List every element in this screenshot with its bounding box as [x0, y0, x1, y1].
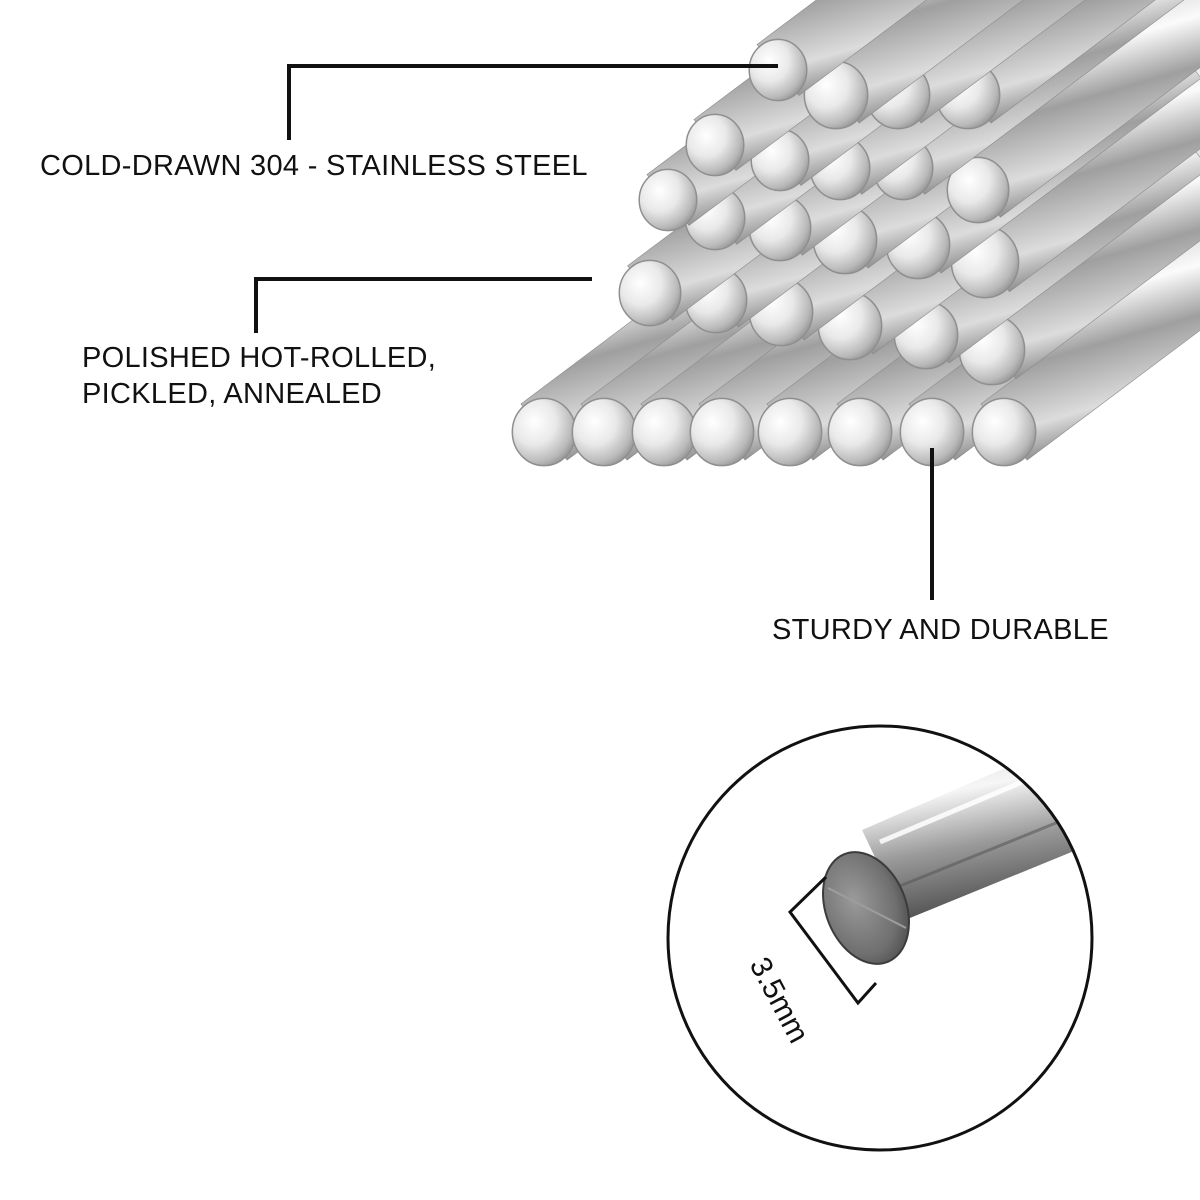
rod-end-face	[685, 113, 745, 177]
dimension-bracket	[788, 875, 878, 1006]
finish-label-line-1: POLISHED HOT-ROLLED,	[82, 342, 437, 374]
rod-end-face	[827, 397, 893, 467]
durability-label: STURDY AND DURABLE	[772, 614, 1109, 646]
rod-end-face	[748, 38, 808, 102]
callout-line-finish	[254, 277, 592, 333]
finish-label-line-2: PICKLED, ANNEALED	[82, 378, 383, 410]
rod-end-face	[571, 397, 637, 467]
detail-rod-body	[862, 726, 1092, 920]
material-label: COLD-DRAWN 304 - STAINLESS STEEL	[40, 150, 588, 182]
rod-end-face	[689, 397, 755, 467]
rod-end-face	[511, 397, 577, 467]
steel-rod-bundle	[511, 0, 1200, 467]
rod-end-face	[631, 397, 697, 467]
rod-end-face	[971, 397, 1037, 467]
rod-end-face	[618, 259, 682, 327]
detail-circle-frame	[666, 724, 1094, 1152]
rod-end-face	[638, 168, 698, 232]
rod-end-face	[757, 397, 823, 467]
callout-line-material	[287, 64, 778, 140]
rod-end-face	[946, 156, 1010, 224]
rod-detail-view	[666, 724, 1094, 1152]
